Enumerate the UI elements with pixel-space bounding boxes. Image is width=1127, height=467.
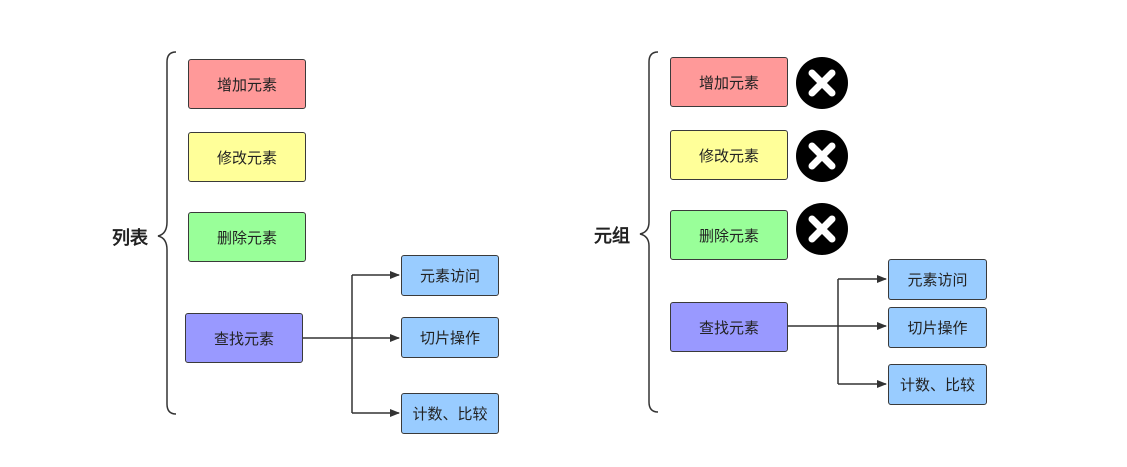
tuple-find-element: 查找元素 <box>670 302 788 352</box>
close-circle-icon <box>796 203 848 255</box>
list-add-element: 增加元素 <box>188 59 306 109</box>
list-title: 列表 <box>112 228 148 249</box>
tuple-modify-element: 修改元素 <box>670 130 788 180</box>
tuple-find-connectors <box>788 275 887 388</box>
tuple-op-access: 元素访问 <box>888 259 987 300</box>
list-brace <box>157 51 177 415</box>
tuple-op-slice: 切片操作 <box>888 307 987 348</box>
tuple-delete-element: 删除元素 <box>670 210 788 260</box>
tuple-op-count-compare: 计数、比较 <box>888 364 987 405</box>
tuple-brace <box>639 51 659 413</box>
list-op-count-compare: 计数、比较 <box>401 393 499 434</box>
list-delete-element: 删除元素 <box>188 212 306 262</box>
list-find-element: 查找元素 <box>185 313 303 363</box>
close-circle-icon <box>796 57 848 109</box>
close-circle-icon <box>796 130 848 182</box>
list-modify-element: 修改元素 <box>188 132 306 182</box>
list-op-access: 元素访问 <box>401 255 499 296</box>
list-find-connectors <box>303 271 400 417</box>
tuple-title: 元组 <box>594 226 630 247</box>
list-op-slice: 切片操作 <box>401 317 499 358</box>
tuple-add-element: 增加元素 <box>670 57 788 107</box>
